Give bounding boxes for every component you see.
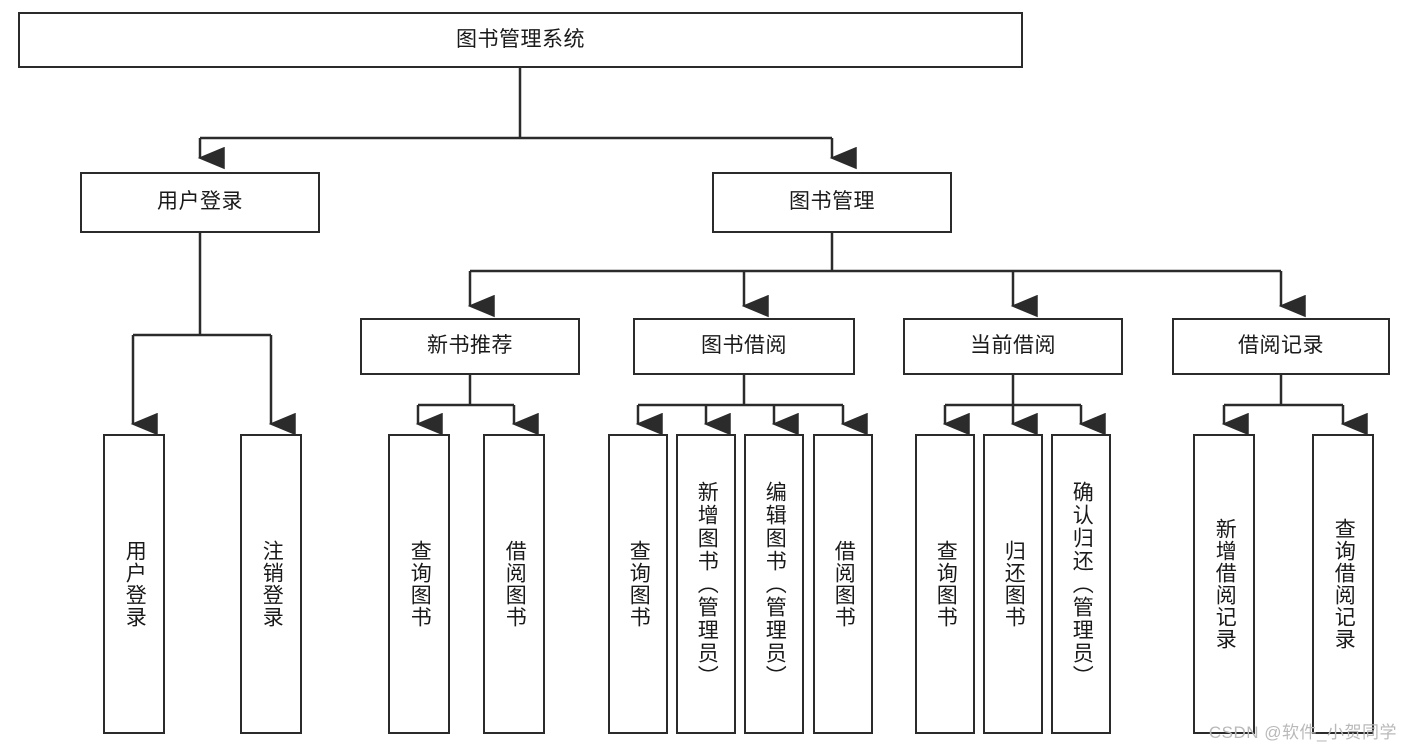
leaf-book-borrow-1[interactable]: 查询图书 bbox=[608, 434, 668, 734]
leaf-book-borrow-2-label: 新增图书（管理员） bbox=[695, 480, 719, 688]
leaf-borrow-record-1[interactable]: 新增借阅记录 bbox=[1193, 434, 1255, 734]
leaf-borrow-record-1-label: 新增借阅记录 bbox=[1213, 518, 1237, 650]
leaf-book-borrow-4[interactable]: 借阅图书 bbox=[813, 434, 873, 734]
node-user-login[interactable]: 用户登录 bbox=[80, 172, 320, 233]
node-current-borrow[interactable]: 当前借阅 bbox=[903, 318, 1123, 375]
leaf-book-borrow-2[interactable]: 新增图书（管理员） bbox=[676, 434, 736, 734]
leaf-new-book-1[interactable]: 查询图书 bbox=[388, 434, 450, 734]
leaf-book-borrow-3[interactable]: 编辑图书（管理员） bbox=[744, 434, 804, 734]
node-book-manage-label: 图书管理 bbox=[789, 190, 875, 214]
leaf-book-borrow-4-label: 借阅图书 bbox=[832, 540, 856, 628]
node-root-label: 图书管理系统 bbox=[456, 27, 585, 51]
node-new-book-recommend[interactable]: 新书推荐 bbox=[360, 318, 580, 375]
node-current-borrow-label: 当前借阅 bbox=[970, 334, 1056, 358]
leaf-current-borrow-2[interactable]: 归还图书 bbox=[983, 434, 1043, 734]
node-borrow-record-label: 借阅记录 bbox=[1238, 334, 1324, 358]
leaf-current-borrow-1[interactable]: 查询图书 bbox=[915, 434, 975, 734]
leaf-current-borrow-3-label: 确认归还（管理员） bbox=[1070, 480, 1094, 688]
node-new-book-recommend-label: 新书推荐 bbox=[427, 334, 513, 358]
leaf-user-login-1[interactable]: 用户登录 bbox=[103, 434, 165, 734]
leaf-book-borrow-1-label: 查询图书 bbox=[627, 540, 651, 628]
leaf-user-login-1-label: 用户登录 bbox=[123, 540, 147, 628]
node-book-manage[interactable]: 图书管理 bbox=[712, 172, 952, 233]
leaf-borrow-record-2[interactable]: 查询借阅记录 bbox=[1312, 434, 1374, 734]
node-root[interactable]: 图书管理系统 bbox=[18, 12, 1023, 68]
leaf-current-borrow-1-label: 查询图书 bbox=[934, 540, 958, 628]
leaf-new-book-2[interactable]: 借阅图书 bbox=[483, 434, 545, 734]
node-user-login-label: 用户登录 bbox=[157, 190, 243, 214]
leaf-current-borrow-2-label: 归还图书 bbox=[1002, 540, 1026, 628]
node-borrow-record[interactable]: 借阅记录 bbox=[1172, 318, 1390, 375]
node-book-borrow-label: 图书借阅 bbox=[701, 334, 787, 358]
leaf-borrow-record-2-label: 查询借阅记录 bbox=[1332, 518, 1356, 650]
leaf-book-borrow-3-label: 编辑图书（管理员） bbox=[763, 480, 787, 688]
leaf-current-borrow-3[interactable]: 确认归还（管理员） bbox=[1051, 434, 1111, 734]
leaf-new-book-2-label: 借阅图书 bbox=[503, 540, 527, 628]
node-book-borrow[interactable]: 图书借阅 bbox=[633, 318, 855, 375]
leaf-user-login-2[interactable]: 注销登录 bbox=[240, 434, 302, 734]
leaf-new-book-1-label: 查询图书 bbox=[408, 540, 432, 628]
leaf-user-login-2-label: 注销登录 bbox=[260, 540, 284, 628]
watermark-text: CSDN @软件_小贺同学 bbox=[1208, 723, 1397, 742]
